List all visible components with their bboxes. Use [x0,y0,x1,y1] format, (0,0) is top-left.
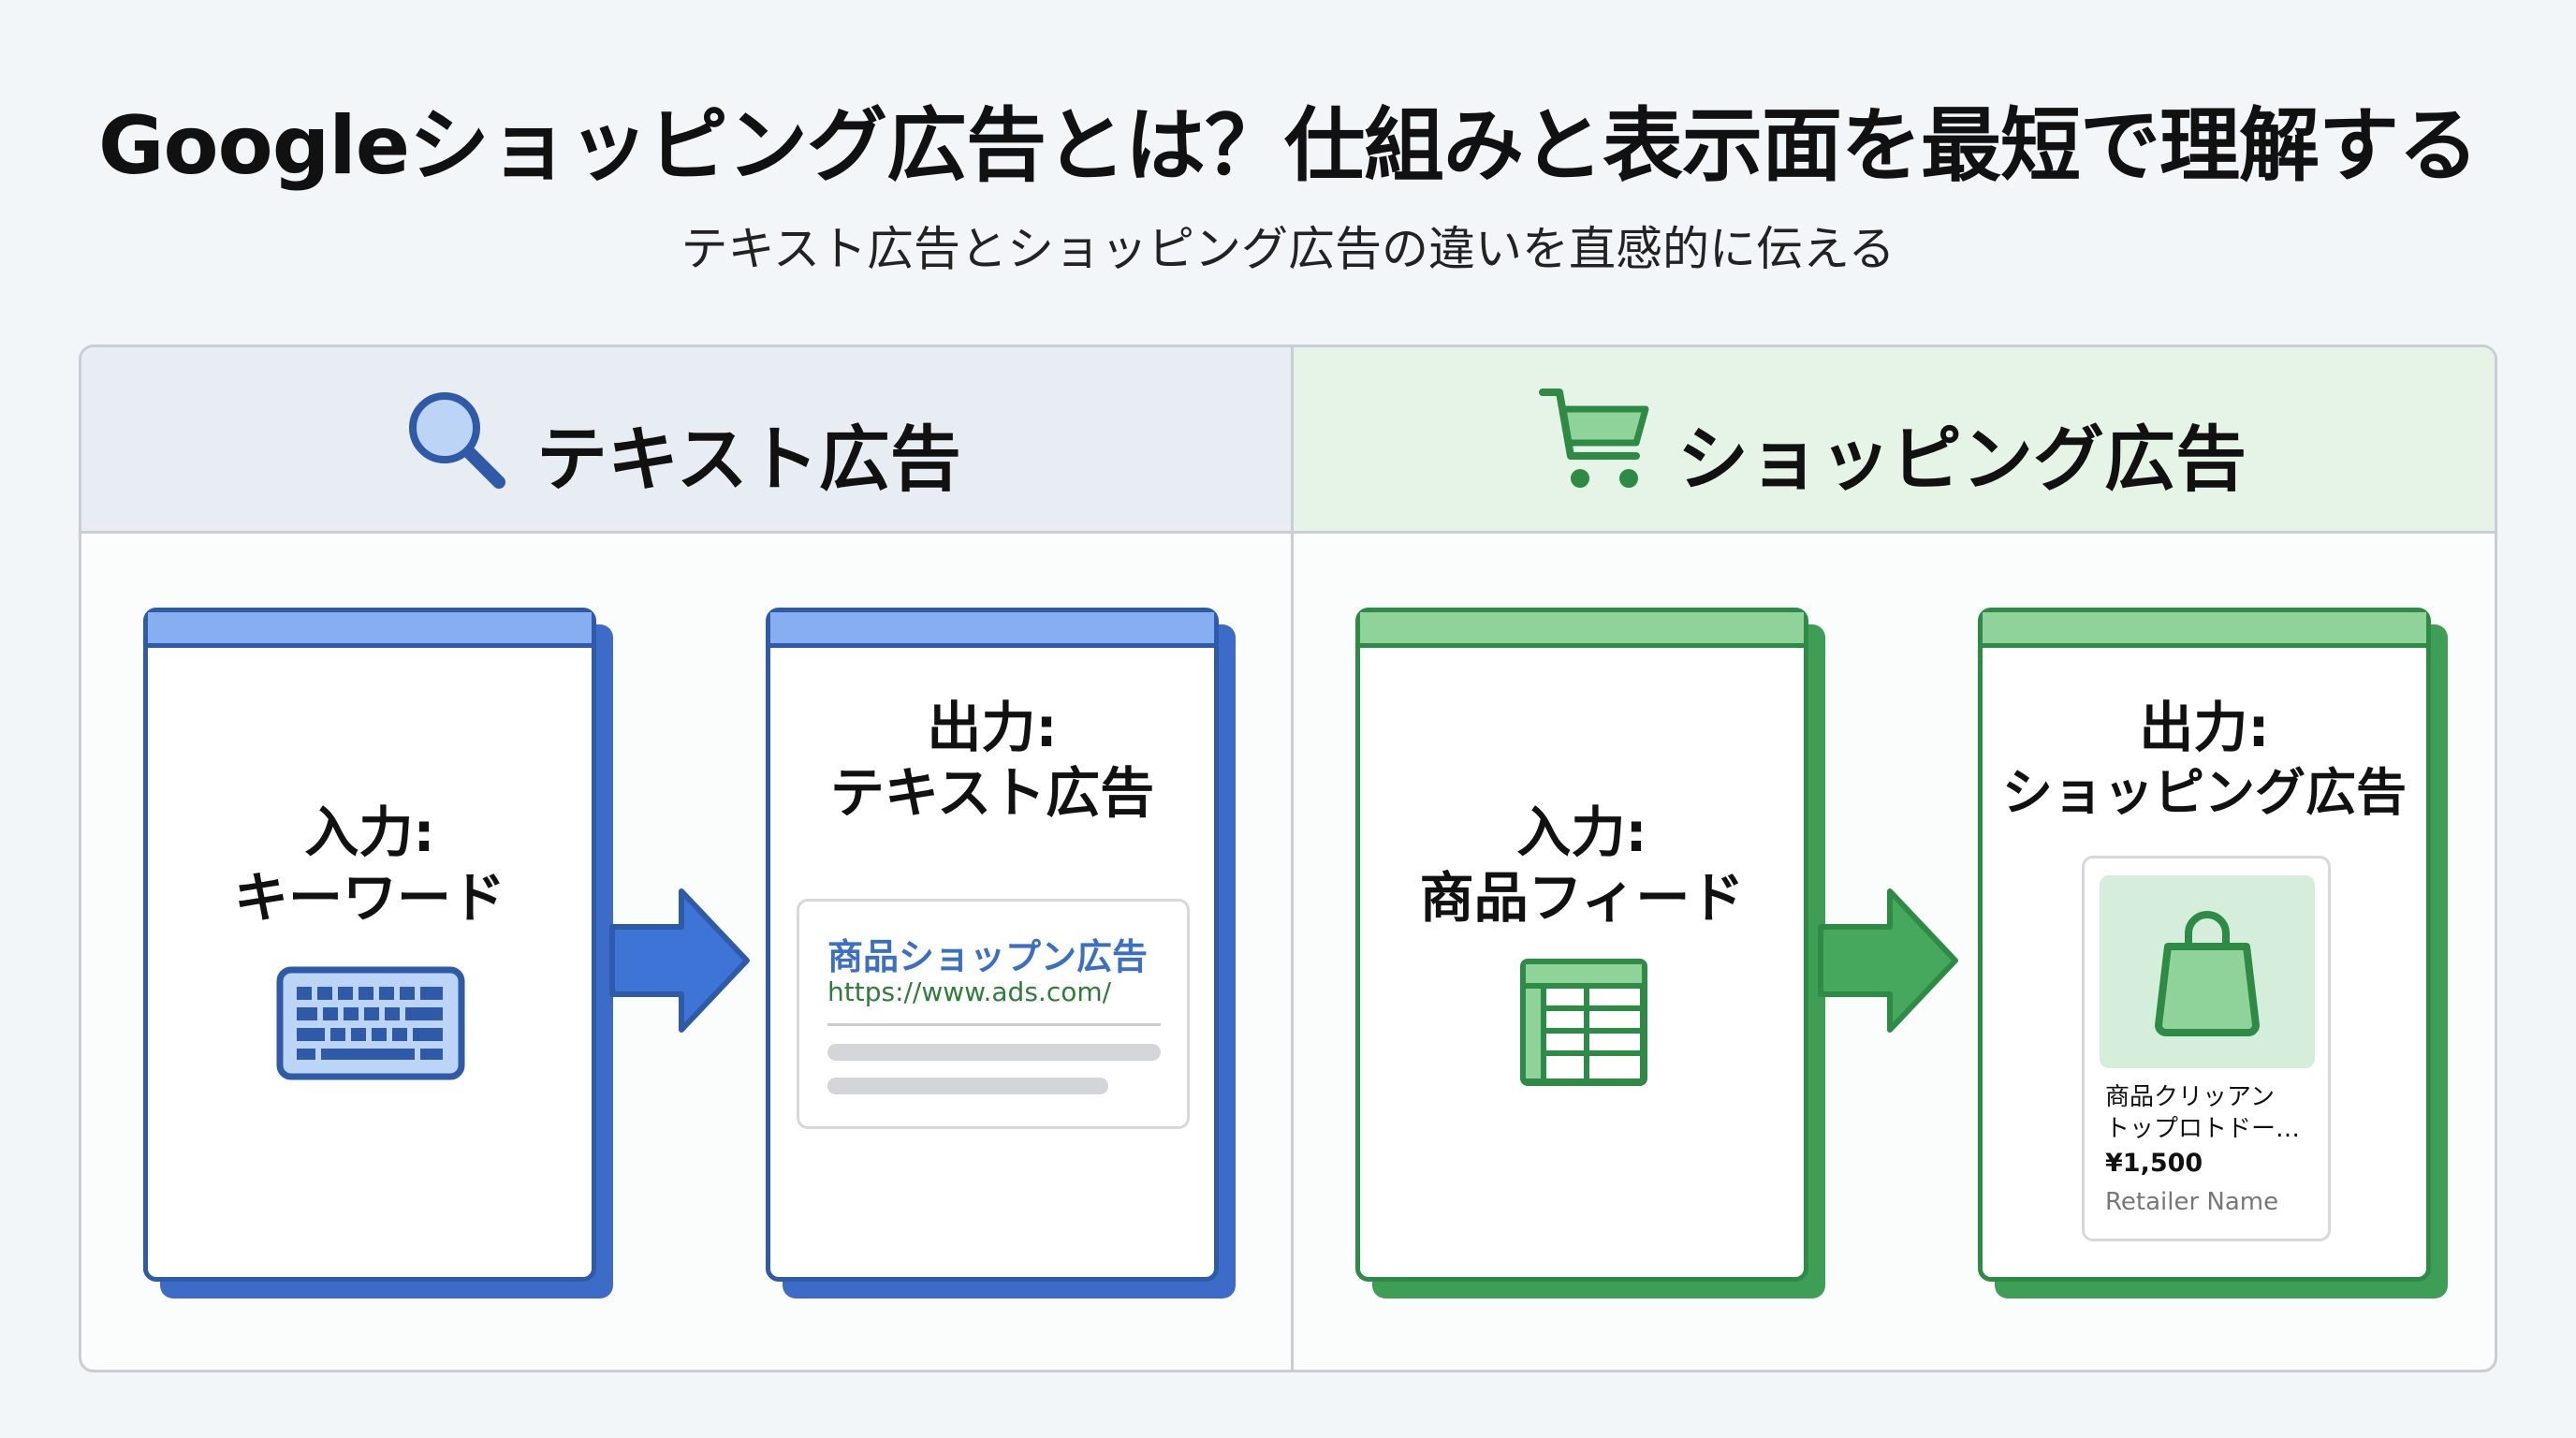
product-price: ¥1,500 [2105,1149,2203,1178]
product-name-line: トップロトドー… [2105,1115,2301,1143]
output-value: ショッピング広告 [2002,763,2407,822]
card-top-band [1360,612,1804,648]
retailer-name: Retailer Name [2105,1188,2279,1216]
arrow-right-icon [1818,888,1958,1033]
text-output-card: 出力: テキスト広告 商品ショップン広告 https://www.ads.com… [766,608,1219,1282]
text-ads-header: テキスト広告 [81,347,1291,534]
shopping-bag-icon [2155,911,2260,1036]
page-title: Googleショッピング広告とは？仕組みと表示面を最短で理解する [97,99,2479,193]
input-value: 商品フィード [1419,866,1745,930]
arrow-right-icon [609,888,750,1033]
magnifier-icon [409,392,505,489]
input-label: 入力: [1516,800,1647,864]
ad-url[interactable]: https://www.ads.com/ [827,976,1112,1007]
keyboard-icon [276,966,465,1080]
ad-separator [827,1023,1161,1026]
shopping-input-card: 入力: 商品フィード [1355,608,1808,1282]
spreadsheet-icon [1520,959,1647,1086]
card-top-band [1983,612,2426,648]
ad-description-line [827,1044,1161,1061]
output-value: テキスト広告 [829,761,1155,825]
text-ads-title: テキスト広告 [536,418,961,501]
card-top-band [148,612,592,648]
output-label: 出力: [2139,696,2270,759]
shopping-ads-title: ショッピング広告 [1677,418,2247,501]
shopping-ads-header: ショッピング広告 [1291,347,2495,534]
product-name-line: 商品クリッアン [2105,1083,2275,1111]
input-value: キーワード [233,866,505,930]
text-input-card: 入力: キーワード [143,608,596,1282]
page-subtitle: テキスト広告とショッピング広告の違いを直感的に伝える [681,222,1895,276]
ad-headline[interactable]: 商品ショップン広告 [827,936,1149,977]
product-image [2100,875,2315,1068]
text-ad-preview: 商品ショップン広告 https://www.ads.com/ [797,899,1190,1129]
column-divider [1291,534,1294,1370]
product-name[interactable]: 商品クリッアン トップロトドー… [2105,1081,2300,1145]
card-top-band [770,612,1214,648]
shopping-output-card: 出力: ショッピング広告 商品クリッアン トップロトドー… ¥1,500 Ret… [1978,608,2431,1282]
cart-icon [1539,389,1649,488]
ad-description-line [827,1078,1108,1094]
product-card[interactable]: 商品クリッアン トップロトドー… ¥1,500 Retailer Name [2082,856,2331,1241]
output-label: 出力: [927,696,1058,759]
input-label: 入力: [304,800,435,864]
